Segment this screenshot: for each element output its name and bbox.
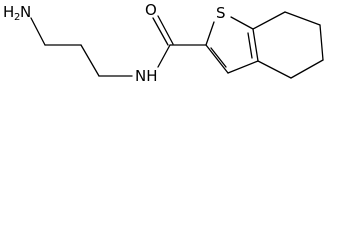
- bond-c7a-c3a: [252, 28, 259, 62]
- chemical-structure-diagram: H 2 N NH O S: [3, 1, 324, 85]
- bond-c2-s: [205, 21, 215, 46]
- amine-n-label: N: [20, 3, 31, 21]
- bond-c7-c6: [284, 11, 321, 26]
- thiophene-sulfur-label: S: [216, 4, 226, 22]
- carbonyl-oxygen-label: O: [145, 1, 157, 19]
- bond-c7a-c3a-inner: [247, 32, 253, 59]
- bond-c6-c5: [319, 24, 324, 61]
- bond-c3-c2-inner: [210, 47, 227, 68]
- bond-s-c7a: [230, 16, 254, 30]
- bond-chain-2-3: [80, 44, 100, 77]
- amine-h-label: H: [3, 3, 14, 21]
- bond-carbonyl-double-2: [157, 15, 174, 45]
- bond-n-chain-1: [30, 17, 46, 46]
- bond-c3a-c3: [227, 60, 259, 74]
- bond-nh-carbonyl-c: [157, 44, 171, 68]
- bond-c3-c2: [205, 44, 229, 74]
- bond-c5-c4: [290, 59, 324, 79]
- bond-c7a-c7: [252, 11, 286, 30]
- amine-subscript-label: 2: [14, 12, 20, 23]
- bond-c4-c3a: [257, 60, 292, 79]
- amide-nh-label: NH: [135, 67, 158, 85]
- bond-carbonyl-double-1: [152, 17, 169, 46]
